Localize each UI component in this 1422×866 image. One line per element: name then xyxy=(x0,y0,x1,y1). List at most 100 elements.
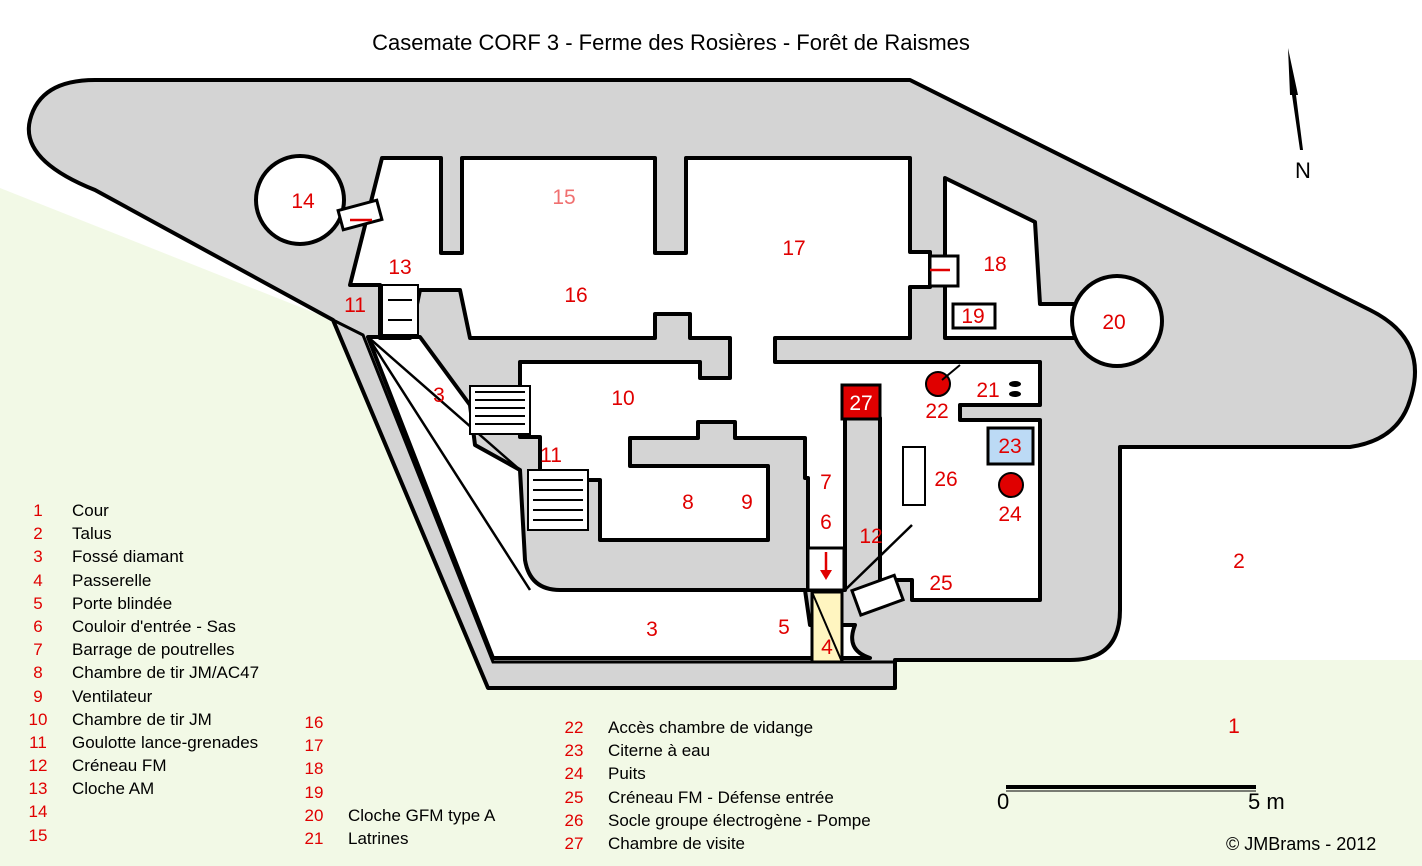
map-label-3a: 3 xyxy=(433,384,445,407)
map-label-16: 16 xyxy=(564,284,587,307)
legend-number: 12 xyxy=(28,756,48,776)
legend-text: Citerne à eau xyxy=(608,741,711,761)
room-19 xyxy=(951,302,997,330)
map-label-14: 14 xyxy=(291,190,315,213)
north-arrow-icon xyxy=(1288,48,1303,150)
legend-item: 16 xyxy=(304,711,495,734)
map-label-25: 25 xyxy=(929,572,952,595)
legend-item: 17 xyxy=(304,734,495,757)
legend-text: Cloche AM xyxy=(72,779,155,799)
legend-number: 4 xyxy=(33,570,43,590)
cloche-14 xyxy=(254,154,346,246)
map-label-26: 26 xyxy=(934,468,957,491)
fosse-diamant xyxy=(366,335,872,660)
map-label-6: 6 xyxy=(820,511,832,534)
well-24 xyxy=(998,472,1024,498)
legend-item: 15 xyxy=(28,824,259,847)
legend-number: 10 xyxy=(28,709,48,729)
map-label-18: 18 xyxy=(983,253,1006,276)
stairs-fosse xyxy=(381,284,589,531)
fosse-diagonal-2 xyxy=(367,336,521,471)
legend-text: Latrines xyxy=(348,828,409,848)
map-label-11b: 11 xyxy=(540,444,562,467)
legend-text: Créneau FM xyxy=(72,756,167,776)
legend-number: 15 xyxy=(28,825,48,845)
map-label-20: 20 xyxy=(1102,311,1125,334)
map-label-15: 15 xyxy=(552,186,575,209)
fosse-diagonal-1 xyxy=(366,336,532,591)
passage-14 xyxy=(336,198,384,232)
drain-access-line xyxy=(941,364,961,381)
map-label-27: 27 xyxy=(849,392,872,415)
legend-number: 20 xyxy=(304,805,324,825)
legend-number: 6 xyxy=(33,616,43,636)
map-label-7: 7 xyxy=(820,471,832,494)
legend-text: Cour xyxy=(72,501,109,520)
legend-item: 20 Cloche GFM type A xyxy=(304,804,496,827)
legend-number: 24 xyxy=(564,764,584,784)
legend-item: 3 Fossé diamant xyxy=(28,545,259,568)
legend-number: 19 xyxy=(304,782,324,802)
scale-zero: 0 xyxy=(997,789,1009,814)
legend-number: 3 xyxy=(33,547,43,567)
map-label-19: 19 xyxy=(961,305,984,328)
legend-item: 6 Couloir d'entrée - Sas xyxy=(28,615,259,638)
legend-item: 14 xyxy=(28,800,259,823)
legend-text: Barrage de poutrelles xyxy=(72,640,235,660)
crenel-25 xyxy=(850,573,906,618)
legend-text: Créneau FM - Défense entrée xyxy=(608,787,834,807)
map-label-12: 12 xyxy=(859,525,882,548)
legend-item: 25 Créneau FM - Défense entrée xyxy=(564,786,871,809)
map-labels: 1 2 3 3 4 5 6 7 8 9 10 11 11 12 13 14 15… xyxy=(291,186,1245,738)
legend-number: 2 xyxy=(33,524,43,544)
map-label-21: 21 xyxy=(976,379,999,402)
scale-end: 5 m xyxy=(1248,789,1285,814)
upper-rooms-block xyxy=(348,156,1042,602)
cistern-23 xyxy=(986,426,1035,466)
passerelle-diagonal xyxy=(811,591,843,663)
legend-number: 25 xyxy=(564,787,584,807)
legend-text: Passerelle xyxy=(72,570,152,590)
legend-number: 7 xyxy=(33,640,43,660)
legend-number: 23 xyxy=(564,741,584,761)
legend-number: 18 xyxy=(304,759,324,779)
sas-arrow-head xyxy=(820,570,832,580)
legend-number: 8 xyxy=(33,663,43,683)
map-label-10: 10 xyxy=(611,387,634,410)
map-label-2: 2 xyxy=(1233,550,1245,573)
legend-item: 18 xyxy=(304,757,495,780)
legend-text: Cloche GFM type A xyxy=(348,805,496,825)
legend-item: 12 Créneau FM xyxy=(28,754,259,777)
crenel-12 xyxy=(844,524,913,591)
legend-text: Couloir d'entrée - Sas xyxy=(72,616,236,636)
map-label-24: 24 xyxy=(998,503,1022,526)
legend-text: Porte blindée xyxy=(72,593,173,613)
legend-number: 22 xyxy=(564,718,584,737)
legend-item: 4 Passerelle xyxy=(28,569,259,592)
room-27 xyxy=(840,383,882,421)
legend-number: 27 xyxy=(564,833,584,853)
map-label-3b: 3 xyxy=(646,618,658,641)
legend-number: 5 xyxy=(33,593,43,613)
legend-text: Socle groupe électrogène - Pompe xyxy=(608,810,871,830)
legend-number: 14 xyxy=(28,802,48,822)
map-label-11a: 11 xyxy=(344,294,366,317)
map-label-8: 8 xyxy=(682,491,694,514)
legend-text: Chambre de tir JM xyxy=(72,709,212,729)
map-label-13: 13 xyxy=(388,256,411,279)
legend-text: Accès chambre de vidange xyxy=(608,718,814,737)
legend-text: Goulotte lance-grenades xyxy=(72,732,259,752)
legend-text: Fossé diamant xyxy=(72,547,184,567)
legend-number: 1 xyxy=(33,501,43,520)
map-label-17: 17 xyxy=(782,237,805,260)
map-label-5: 5 xyxy=(778,616,790,639)
legend-item: 22 Accès chambre de vidange xyxy=(564,716,871,739)
